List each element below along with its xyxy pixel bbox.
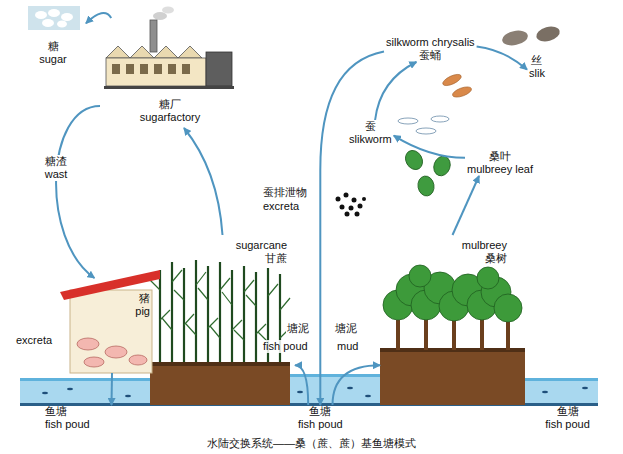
pig-house-picture xyxy=(60,270,160,373)
diagram-node: 蚕slikworm xyxy=(347,120,394,146)
node-text: mulbreey xyxy=(380,239,507,252)
diagram-node: 鱼塘fish poud xyxy=(296,405,345,431)
flow-arrow xyxy=(86,13,111,23)
diagram-node: 丝slik xyxy=(527,54,547,80)
diagram-node: 猪pig xyxy=(68,278,156,373)
node-text: pig xyxy=(68,305,150,318)
flow-arrow xyxy=(477,46,527,69)
node-text: slik xyxy=(529,67,545,80)
diagram-node: sugarcane甘蔗 xyxy=(150,235,295,375)
diagram-node: 鱼塘fish poud xyxy=(525,405,610,433)
node-text: 蚕蛹 xyxy=(386,49,475,62)
picture-label: mud xyxy=(336,340,359,353)
edge-label: 糖渣 wast xyxy=(39,155,73,181)
node-text: 甘蔗 xyxy=(150,252,287,265)
edge-label: excreta xyxy=(15,334,53,347)
node-text: fish poud xyxy=(298,418,343,431)
silk-picture xyxy=(501,24,562,47)
flow-arrow xyxy=(111,373,114,405)
node-text: sugarcane xyxy=(150,239,287,252)
node-text: 猪 xyxy=(68,292,150,305)
diagram-node: 糖厂sugarfactory xyxy=(100,18,240,128)
edge-label: 塘泥 xyxy=(334,322,358,335)
diagram-node: 鱼塘fish poud xyxy=(35,405,125,433)
node-text: 鱼塘 xyxy=(298,405,343,418)
node-text: 桑叶 xyxy=(467,150,533,163)
node-text: 蚕 xyxy=(349,120,392,133)
diagram-node: mulbreey桑树 xyxy=(380,235,525,375)
leaf-picture xyxy=(402,147,453,197)
flow-arrow xyxy=(184,128,223,235)
flow-arrow xyxy=(333,365,381,405)
node-text: 糖 xyxy=(20,40,86,53)
picture-label: 蚕排泄物 xyxy=(262,186,308,199)
silkworm-picture xyxy=(398,116,449,134)
node-text: slikworm xyxy=(349,133,392,146)
flow-arrow xyxy=(453,176,480,235)
edge-label: 塘泥 xyxy=(286,322,310,335)
node-text: sugarfactory xyxy=(100,111,240,124)
dike-picture xyxy=(150,348,525,405)
node-text: silkworm chrysalis xyxy=(386,36,475,49)
diagram-node: silkworm chrysalis蚕蛹 xyxy=(384,36,477,62)
node-text: 桑树 xyxy=(380,252,507,265)
flow-arrow xyxy=(320,52,384,405)
flow-arrow xyxy=(295,365,308,405)
node-text: 丝 xyxy=(529,54,545,67)
diagram-node: 糖sugar xyxy=(20,4,86,68)
sugar-picture xyxy=(28,6,80,30)
picture-label: fish poud xyxy=(262,340,309,353)
node-text: sugar xyxy=(20,53,86,66)
node-text: mulbreey leaf xyxy=(467,163,533,176)
node-text: 糖厂 xyxy=(100,98,240,111)
diagram-node: 桑叶mulbreey leaf xyxy=(465,150,535,176)
excreta-picture xyxy=(336,193,367,217)
mulberry-picture xyxy=(383,265,522,350)
chrysalis-picture xyxy=(441,72,473,99)
picture-label: excreta xyxy=(262,200,300,213)
node-text: 鱼塘 xyxy=(45,405,125,418)
factory-picture xyxy=(104,7,234,90)
node-text: fish poud xyxy=(525,418,610,431)
flow-arrow xyxy=(375,62,416,120)
flow-arrow xyxy=(56,106,100,278)
node-text: 鱼塘 xyxy=(525,405,610,418)
caption: 水陆交换系统——桑（蔗、蔗）基鱼塘模式 xyxy=(0,437,623,450)
flow-arrow xyxy=(394,136,465,158)
node-text: fish poud xyxy=(45,418,125,431)
